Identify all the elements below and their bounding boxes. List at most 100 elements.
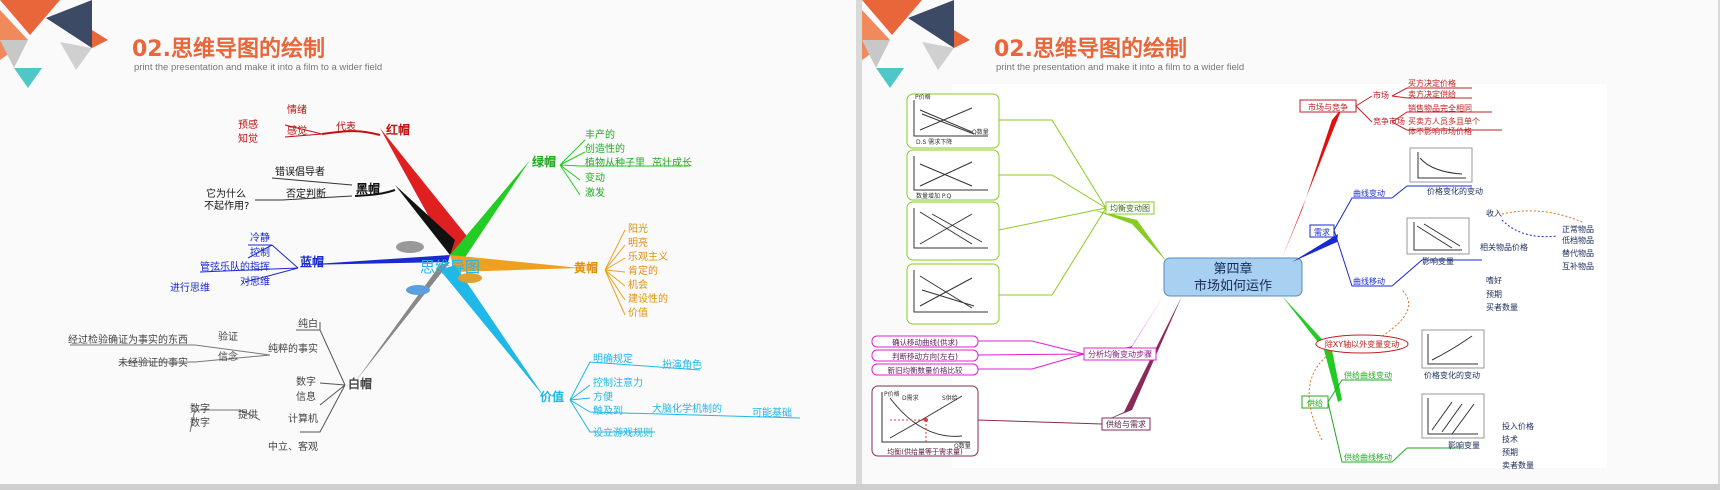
white-item: 中立、客观 — [268, 440, 318, 453]
blue-item: 管弦乐队的指挥 — [200, 260, 270, 273]
yellow-item: 肯定的 — [628, 264, 658, 277]
green-item: 创造性的 — [585, 142, 625, 155]
white-item: 信念 — [218, 350, 238, 363]
black-item: 不起作用? — [204, 200, 249, 212]
supply-item: 投入价格 — [1502, 421, 1534, 431]
green-item: 变动 — [585, 171, 605, 184]
market-item: 卖方决定供给 — [1408, 89, 1456, 99]
graph-label: P价格 — [915, 93, 931, 101]
blue-hat-label: 蓝帽 — [300, 254, 324, 269]
graph-label: P价格 — [884, 390, 900, 398]
bottom-strip — [0, 484, 1720, 490]
white-item: 数字 — [190, 416, 210, 429]
graph-label: D需求 — [902, 394, 919, 402]
graph-label: D.S 需求下降 — [916, 138, 952, 146]
market-mindmap: 第四章 市场如何运作 市场与竞争 需求 供给 市场 买方决定价格 卖方决定供给 … — [871, 78, 1607, 470]
white-item: 计算机 — [288, 412, 318, 425]
page-title: 02.思维导图的绘制 — [994, 37, 1187, 62]
blue-item: 冷静 — [250, 231, 270, 244]
red-item: 感觉 — [287, 124, 307, 137]
yellow-item: 乐观主义 — [628, 251, 668, 263]
branch-market: 市场与竞争 — [1308, 102, 1348, 112]
value-item: 大脑化学机制的 — [652, 402, 722, 415]
slide-left: 02.思维导图的绘制 print the presentation and ma… — [0, 0, 856, 484]
white-item: 未经验证的事实 — [118, 356, 188, 369]
outside-label: 除XY轴以外变量变动 — [1325, 339, 1399, 349]
branch-supply: 供给 — [1307, 398, 1323, 408]
demand-item: 替代物品 — [1562, 248, 1594, 258]
red-hat-label: 红帽 — [386, 122, 410, 137]
value-item: 设立游戏规则 — [593, 426, 653, 439]
white-item: 信息 — [296, 390, 316, 403]
demand-item: 影响变量 — [1422, 256, 1454, 266]
branch-demand: 需求 — [1314, 227, 1330, 237]
red-sub: 代表 — [336, 120, 356, 133]
step-item: 判断移动方向(左右) — [892, 351, 958, 361]
green-item: 植物从种子里 — [585, 156, 645, 169]
blue-item: 进行思维 — [170, 281, 210, 294]
yellow-item: 阳光 — [628, 222, 648, 235]
white-item: 验证 — [218, 330, 238, 343]
red-item: 预感 — [238, 118, 258, 131]
blue-item: 控制 — [250, 246, 270, 259]
demand-item: 互补物品 — [1562, 261, 1594, 271]
step-item: 确认移动曲线(供求) — [892, 337, 958, 347]
corner-decoration — [862, 0, 970, 88]
page-subtitle: print the presentation and make it into … — [134, 62, 383, 73]
demand-item: 曲线变动 — [1353, 188, 1385, 198]
red-item: 情绪 — [287, 103, 307, 116]
hat-icon — [458, 273, 482, 283]
yellow-item: 明亮 — [628, 236, 648, 249]
demand-item: 相关物品价格 — [1480, 242, 1528, 252]
center-label-1: 第四章 — [1213, 261, 1252, 277]
hat-icon — [406, 285, 430, 295]
slide-right: 02.思维导图的绘制 print the presentation and ma… — [862, 0, 1718, 484]
black-item: 否定判断 — [286, 187, 326, 200]
supply-item: 供给曲线变动 — [1344, 370, 1392, 380]
green-item: 激发 — [585, 186, 605, 199]
center-label: 思维导图 — [420, 258, 480, 276]
market-item: 体不影响市场价格 — [1408, 126, 1472, 136]
white-item: 经过检验确证为事实的东西 — [68, 333, 188, 346]
page-subtitle: print the presentation and make it into … — [996, 62, 1245, 73]
value-item: 触及到 — [593, 404, 623, 417]
value-label: 价值 — [540, 389, 564, 404]
demand-item: 低档物品 — [1562, 235, 1594, 245]
white-item: 数字 — [190, 402, 210, 415]
market-item: 买方决定价格 — [1408, 78, 1456, 88]
black-item: 它为什么 — [206, 187, 246, 200]
supply-item: 供给曲线移动 — [1344, 452, 1392, 462]
page-title: 02.思维导图的绘制 — [132, 37, 325, 62]
white-item: 数字 — [296, 375, 316, 388]
supply-item: 卖者数量 — [1502, 460, 1534, 470]
graph-panels: P价格 Q数量 D.S 需求下降 数量增加 P.Q — [906, 93, 1000, 325]
demand-item: 正常物品 — [1562, 224, 1594, 234]
center-label-2: 市场如何运作 — [1194, 278, 1272, 294]
demand-item: 买者数量 — [1486, 302, 1518, 312]
graph-label: Q数量 — [954, 442, 971, 450]
supply-item: 影响变量 — [1448, 440, 1480, 450]
supply-item: 预期 — [1502, 447, 1518, 457]
branch-equilibrium-graph: 均衡变动图 — [1110, 203, 1150, 213]
green-item: 丰产的 — [585, 128, 615, 141]
demand-item: 嗜好 — [1486, 275, 1502, 285]
demand-item: 收入 — [1486, 208, 1502, 218]
demand-item: 预期 — [1486, 289, 1502, 299]
value-item: 方便 — [593, 390, 613, 403]
market-item: 买卖方人员多且单个 — [1408, 116, 1480, 126]
hat-icon — [396, 241, 424, 253]
white-item: 纯粹的事实 — [268, 342, 318, 355]
value-item: 控制注意力 — [593, 376, 643, 389]
corner-decoration — [0, 0, 108, 88]
hat-mindmap: 思维导图 红帽 代表 情绪 感觉 预感 知觉 黑帽 错误倡导者 否定判断 它为什… — [68, 103, 801, 453]
market-item: 销售物品完全相同 — [1408, 103, 1472, 113]
blue-item: 对思维 — [240, 275, 270, 288]
graph-label: S供给 — [942, 394, 958, 402]
black-item: 错误倡导者 — [275, 165, 325, 178]
green-item: 茁壮成长 — [652, 156, 692, 169]
value-item: 可能基础 — [752, 406, 792, 419]
branch-analysis-steps: 分析均衡变动步骤 — [1088, 349, 1152, 359]
white-item: 纯白 — [298, 317, 318, 330]
demand-item: 曲线移动 — [1353, 276, 1385, 286]
value-item: 扮演角色 — [662, 358, 702, 371]
